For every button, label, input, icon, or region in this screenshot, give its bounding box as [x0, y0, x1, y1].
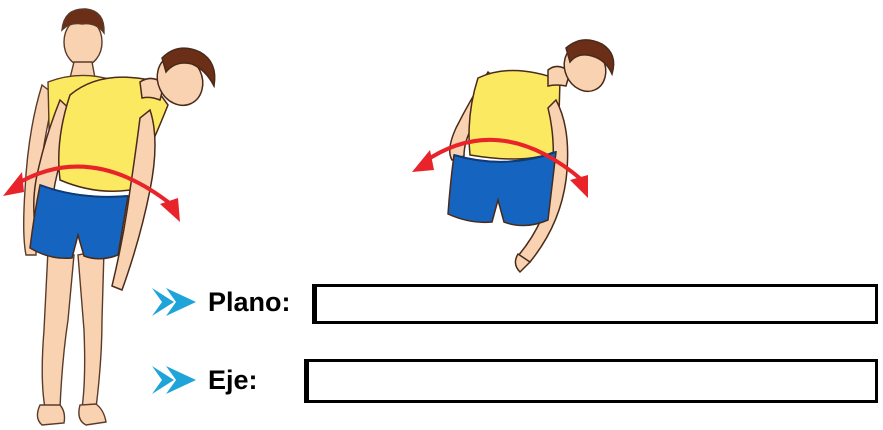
plano-answer-field[interactable]	[312, 284, 878, 324]
chevron-bullet-icon	[150, 364, 200, 396]
chevron-bullet-icon	[150, 286, 200, 318]
plano-label: Plano:	[208, 289, 291, 316]
eje-label: Eje:	[208, 367, 258, 394]
bending-figure-right	[448, 38, 614, 272]
eje-input[interactable]	[309, 362, 875, 400]
eje-answer-field[interactable]	[304, 359, 878, 403]
plano-input[interactable]	[317, 287, 875, 321]
